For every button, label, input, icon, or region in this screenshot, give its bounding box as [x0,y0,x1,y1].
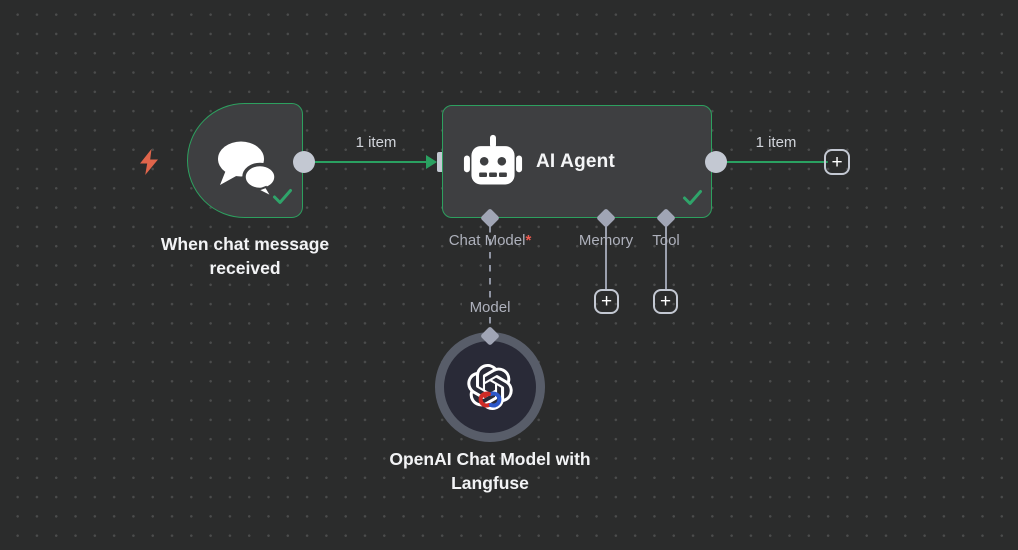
lightning-bolt-icon [137,148,161,181]
node-label-chat-trigger: When chat message received [160,234,330,279]
sub-input-label-tool: Tool [652,232,680,249]
add-node-button[interactable]: + [824,149,850,175]
connection-trigger-to-agent [304,160,430,164]
sub-input-label-memory: Memory [578,232,634,249]
node-openai-chat-model[interactable] [435,332,545,442]
connection-memory [604,226,608,290]
required-asterisk: * [525,232,532,249]
chat-bubbles-icon [214,136,280,203]
connection-chat-model [488,226,492,331]
sub-input-label-chat-model: Chat Model* [448,232,532,249]
add-memory-button[interactable]: + [594,289,619,314]
robot-icon [463,133,523,196]
add-tool-button[interactable]: + [653,289,678,314]
output-endpoint-agent[interactable] [705,151,727,173]
connection-tool [664,226,668,290]
node-chat-trigger[interactable] [187,103,303,218]
check-icon [272,188,293,210]
langfuse-logo-icon [478,391,502,408]
connection-items-count: 1 item [355,134,397,151]
connection-agent-output [716,160,828,164]
node-title-ai-agent: AI Agent [536,150,616,172]
connection-arrow-icon [426,155,437,169]
check-icon [682,189,703,211]
output-endpoint-trigger[interactable] [293,151,315,173]
connection-items-count: 1 item [755,134,797,151]
node-label-openai-chat-model: OpenAI Chat Model with Langfuse [389,449,591,494]
connection-label-model: Model [462,299,518,316]
node-ai-agent[interactable]: AI Agent [442,105,712,218]
